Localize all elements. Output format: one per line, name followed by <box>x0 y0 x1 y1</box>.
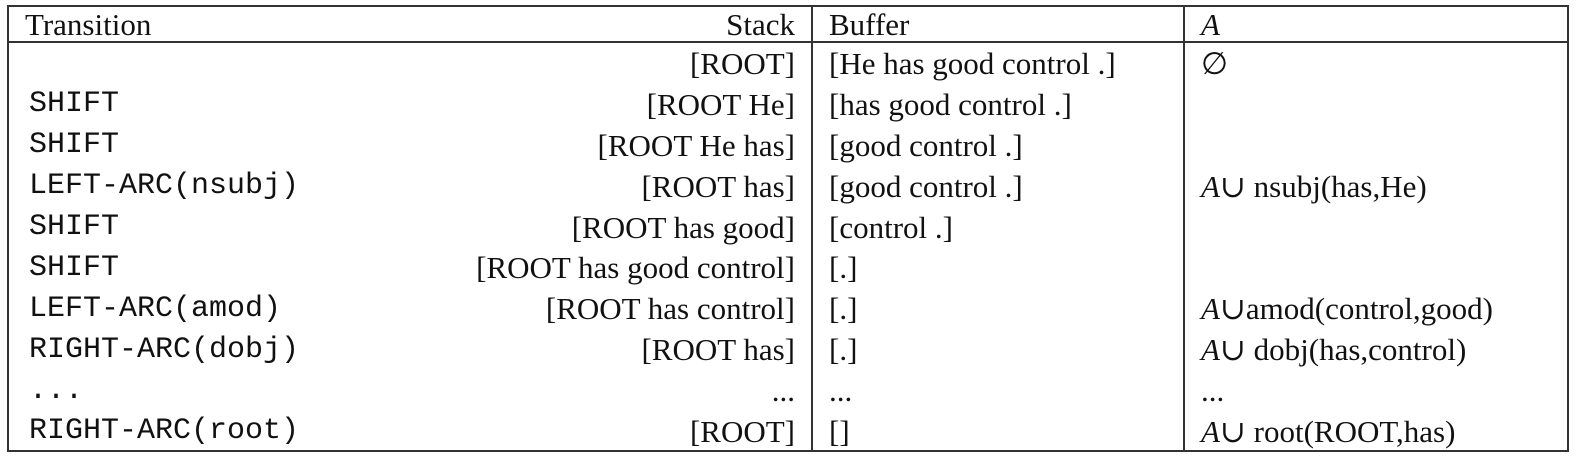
transition-cell: LEFT-ARC(amod) <box>29 291 282 326</box>
buffer-cell: [control .] <box>811 206 1184 248</box>
buffer-cell: [He has good control .] <box>811 42 1184 84</box>
arc-set-symbol: A <box>1201 332 1220 368</box>
buffer-cell: [good control .] <box>811 124 1184 166</box>
table-row: SHIFT [ROOT has good control] [.] <box>9 247 1567 289</box>
table-row: SHIFT [ROOT has good] [control .] <box>9 206 1567 248</box>
stack-cell: [ROOT has control] <box>545 291 795 327</box>
buffer-cell: [has good control .] <box>811 83 1184 125</box>
table-row: SHIFT [ROOT He] [has good control .] <box>9 83 1567 125</box>
arc-set-text: ∪ nsubj(has,He) <box>1219 168 1427 204</box>
table-row: SHIFT [ROOT He has] [good control .] <box>9 124 1567 166</box>
arcs-cell: A∪ nsubj(has,He) <box>1183 165 1567 207</box>
table-row: RIGHT-ARC(dobj)[ROOT has][.]A∪ dobj(has,… <box>9 329 1567 371</box>
arcs-cell: A∪ root(ROOT,has) <box>1183 411 1567 452</box>
header-transition: Transition <box>9 7 361 43</box>
transition-cell: RIGHT-ARC(dobj) <box>29 332 300 367</box>
arcs-cell <box>1183 124 1567 166</box>
transition-table-frame: Transition Stack Buffer A [ROOT] [He has … <box>7 5 1569 452</box>
stack-cell: [ROOT has good control] <box>476 250 795 286</box>
arc-set-text: ∪amod(control,good) <box>1219 291 1493 327</box>
buffer-cell: [.] <box>811 329 1184 371</box>
arc-set-symbol: A <box>1201 168 1220 204</box>
transition-cell: ... <box>29 373 84 408</box>
header-stack: Stack <box>361 7 812 43</box>
buffer-cell: [.] <box>811 288 1184 330</box>
arc-set-text: ∪ dobj(has,control) <box>1219 332 1467 368</box>
stack-cell: [ROOT He has] <box>597 127 795 163</box>
arc-set-text: ... <box>1201 373 1225 409</box>
arc-set-symbol: A <box>1201 291 1220 327</box>
transition-table: Transition Stack Buffer A [ROOT] [He has … <box>9 7 1567 452</box>
buffer-cell: ... <box>811 370 1184 412</box>
transition-cell: SHIFT <box>29 210 120 244</box>
table-row: ............ <box>9 370 1567 412</box>
buffer-cell: [] <box>811 411 1184 452</box>
stack-cell: ... <box>771 373 795 409</box>
table-row: [ROOT] [He has good control .] ∅ <box>9 42 1567 84</box>
header-a: A <box>1183 7 1567 43</box>
header-buffer: Buffer <box>811 7 1184 43</box>
table-row: LEFT-ARC(amod)[ROOT has control][.]A∪amo… <box>9 288 1567 330</box>
arcs-cell <box>1183 247 1567 289</box>
buffer-cell: [.] <box>811 247 1184 289</box>
arc-set-text: ∅ <box>1201 45 1229 81</box>
arcs-cell <box>1183 83 1567 125</box>
table-row: RIGHT-ARC(root)[ROOT][]A∪ root(ROOT,has) <box>9 411 1567 452</box>
stack-cell: [ROOT He] <box>646 86 795 122</box>
arcs-cell: A∪ dobj(has,control) <box>1183 329 1567 371</box>
arcs-cell <box>1183 206 1567 248</box>
stack-cell: [ROOT] <box>689 45 795 81</box>
transition-cell: SHIFT <box>29 87 120 122</box>
table-header-row: Transition Stack Buffer A <box>9 7 1567 43</box>
arc-set-text: ∪ root(ROOT,has) <box>1219 413 1456 449</box>
buffer-cell: [good control .] <box>811 165 1184 207</box>
transition-cell: LEFT-ARC(nsubj) <box>29 169 300 204</box>
table-row: LEFT-ARC(nsubj) [ROOT has] [good control .… <box>9 165 1567 207</box>
stack-cell: [ROOT] <box>689 413 795 449</box>
transition-cell: SHIFT <box>29 250 120 285</box>
transition-cell: SHIFT <box>29 128 120 163</box>
arc-set-symbol: A <box>1201 413 1220 449</box>
arcs-cell: ... <box>1183 370 1567 412</box>
transition-cell <box>9 42 361 84</box>
table-body: [ROOT][He has good control .]∅SHIFT[ROOT… <box>9 42 1567 452</box>
stack-cell: [ROOT has] <box>641 168 795 204</box>
arcs-cell: ∅ <box>1183 42 1567 84</box>
stack-cell: [ROOT has good] <box>571 209 795 245</box>
transition-cell: RIGHT-ARC(root) <box>29 414 300 449</box>
stack-cell: [ROOT has] <box>641 332 795 368</box>
arcs-cell: A∪amod(control,good) <box>1183 288 1567 330</box>
